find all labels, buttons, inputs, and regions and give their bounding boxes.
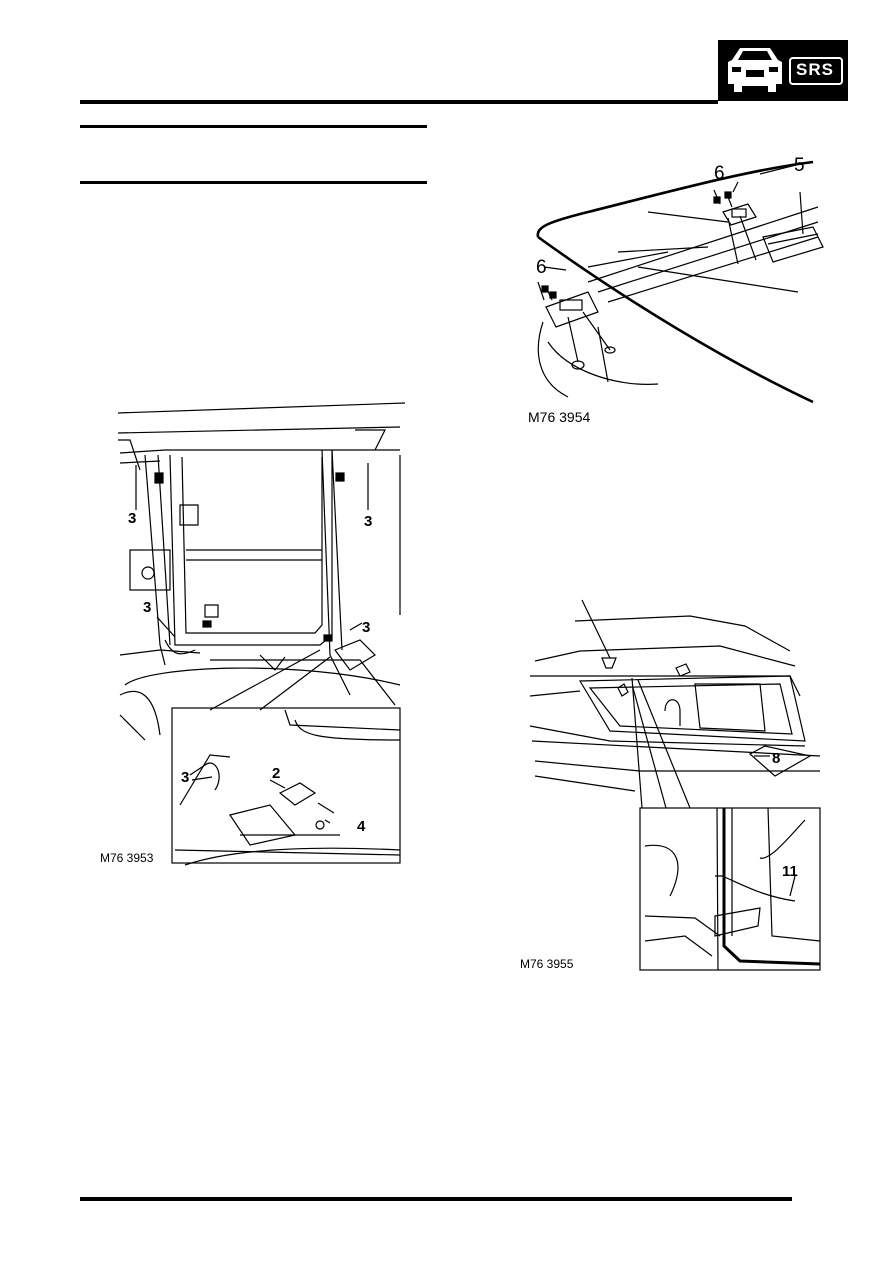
car-front-icon xyxy=(728,48,843,92)
figure-m76-3955-label: M76 3955 xyxy=(520,957,574,971)
figure-m76-3954: 5 6 6 M76 3954 xyxy=(528,152,828,432)
section-rule-top xyxy=(80,125,427,128)
figure-m76-3953-callout-3c: 3 xyxy=(143,599,152,616)
srs-badge xyxy=(718,40,848,101)
figure-m76-3954-drawing xyxy=(536,160,824,404)
figure-m76-3955-callout-8: 8 xyxy=(772,750,781,767)
figure-m76-3953-drawing xyxy=(117,402,406,866)
figure-m76-3953-callout-3e: 3 xyxy=(181,769,190,786)
srs-badge-label: SRS xyxy=(796,60,834,79)
figure-m76-3955: 8 11 M76 3955 xyxy=(520,596,825,976)
figure-m76-3953: 3 3 3 3 3 2 4 M76 3953 xyxy=(100,395,410,875)
figure-m76-3953-callout-4: 4 xyxy=(357,818,366,835)
figure-m76-3953-label: M76 3953 xyxy=(100,851,154,865)
figure-m76-3954-callout-6b: 6 xyxy=(536,257,547,278)
figure-m76-3953-callout-2: 2 xyxy=(272,765,281,782)
figure-m76-3954-callout-5: 5 xyxy=(794,155,805,176)
figure-m76-3955-callout-11: 11 xyxy=(782,863,798,880)
figure-m76-3954-label: M76 3954 xyxy=(528,409,591,425)
figure-m76-3953-callout-3d: 3 xyxy=(362,619,371,636)
figure-m76-3954-callout-6a: 6 xyxy=(714,163,725,184)
section-rule-bottom xyxy=(80,181,427,184)
header-rule xyxy=(80,100,718,104)
figure-m76-3953-callout-3a: 3 xyxy=(128,510,137,527)
footer-rule xyxy=(80,1197,792,1201)
figure-m76-3953-callout-3b: 3 xyxy=(364,513,373,530)
figure-m76-3955-drawing xyxy=(529,599,821,971)
